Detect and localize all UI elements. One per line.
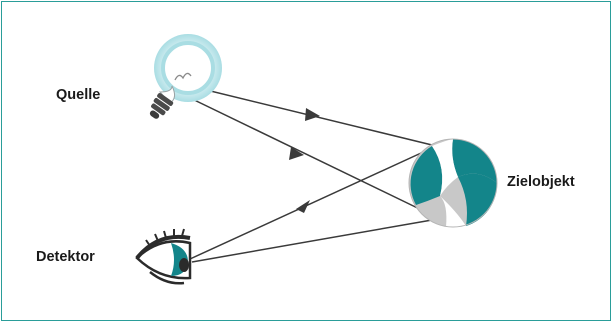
ray-target-to-detector-upper (189, 147, 433, 260)
ray-source-to-target-lower (185, 95, 433, 216)
arrowhead-upper-ray (305, 108, 320, 121)
arrowhead-lower-ray (289, 147, 304, 160)
target-label: Zielobjekt (507, 174, 575, 190)
source-label: Quelle (56, 87, 101, 103)
beach-ball-icon (408, 138, 498, 228)
light-bulb-icon (149, 34, 222, 119)
ray-target-to-detector-lower (191, 219, 433, 263)
detector-label: Detektor (36, 249, 95, 265)
eye-icon (135, 228, 192, 285)
arrowhead-return-ray (296, 200, 310, 213)
ray-arrowheads (289, 108, 320, 213)
